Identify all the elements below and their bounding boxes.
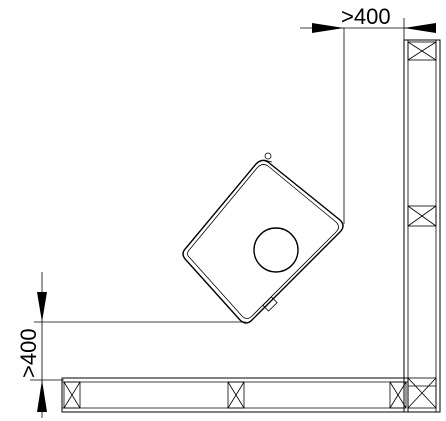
dimension-top-arrow-left <box>312 23 344 33</box>
right-wall <box>403 39 441 413</box>
flue-outlet <box>253 227 299 273</box>
dimension-left-arrow-bottom <box>37 380 47 412</box>
right-wall-stud-top <box>407 41 437 61</box>
stove <box>182 152 344 324</box>
dimension-left: >400 <box>16 272 246 418</box>
dimension-top: >400 <box>300 4 436 224</box>
right-wall-stud-middle <box>407 205 437 227</box>
dimension-top-arrow-right <box>404 23 436 33</box>
bottom-wall-stud-middle <box>227 381 245 409</box>
stove-ash-tray <box>262 296 278 312</box>
dimension-top-label: >400 <box>341 4 391 29</box>
right-wall-stud-corner <box>407 377 437 409</box>
bottom-wall-stud-left <box>63 381 81 409</box>
stove-body <box>182 159 344 324</box>
bottom-wall <box>61 377 409 413</box>
dimension-left-label: >400 <box>16 328 41 378</box>
dimension-left-arrow-top <box>37 292 47 322</box>
bottom-wall-stud-right <box>389 381 407 409</box>
stove-top-knob <box>263 152 273 163</box>
